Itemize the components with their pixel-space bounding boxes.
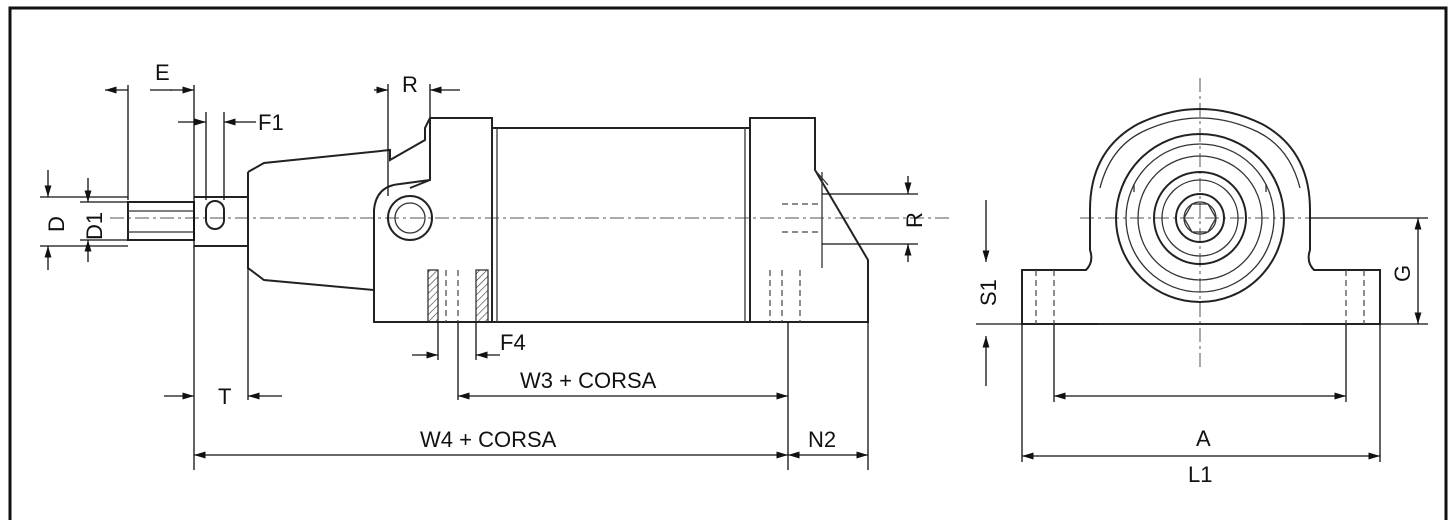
side-dimensions: E F1 R D D1 R F4 bbox=[40, 60, 927, 470]
rear-cap bbox=[749, 117, 869, 323]
label-G: G bbox=[1390, 265, 1415, 282]
drawing-frame bbox=[8, 6, 1448, 520]
label-D1: D1 bbox=[82, 212, 107, 240]
label-F1: F1 bbox=[258, 110, 284, 135]
label-T: T bbox=[218, 384, 231, 409]
end-view bbox=[1021, 78, 1381, 368]
pin-slot bbox=[205, 200, 225, 230]
label-E: E bbox=[155, 60, 170, 85]
label-S1: S1 bbox=[976, 279, 1001, 306]
label-F4: F4 bbox=[500, 330, 526, 355]
label-N2: N2 bbox=[808, 427, 836, 452]
side-view bbox=[110, 117, 950, 323]
label-A: A bbox=[1196, 426, 1211, 451]
label-L1: L1 bbox=[1188, 462, 1212, 487]
end-circle-outer bbox=[1115, 133, 1285, 303]
label-D: D bbox=[44, 216, 69, 232]
trunnion-pin bbox=[387, 195, 433, 241]
label-W3: W3 + CORSA bbox=[520, 368, 657, 393]
end-dimensions: S1 G A L1 bbox=[976, 200, 1428, 487]
label-R-top: R bbox=[402, 72, 418, 97]
rod-hex bbox=[1175, 193, 1225, 243]
label-W4: W4 + CORSA bbox=[420, 427, 557, 452]
rod-end bbox=[127, 201, 195, 241]
hatch-right bbox=[475, 269, 489, 323]
label-R-side: R bbox=[902, 212, 927, 228]
hatch-left bbox=[427, 269, 439, 323]
front-cover bbox=[247, 117, 431, 322]
base-plate bbox=[1021, 108, 1381, 325]
